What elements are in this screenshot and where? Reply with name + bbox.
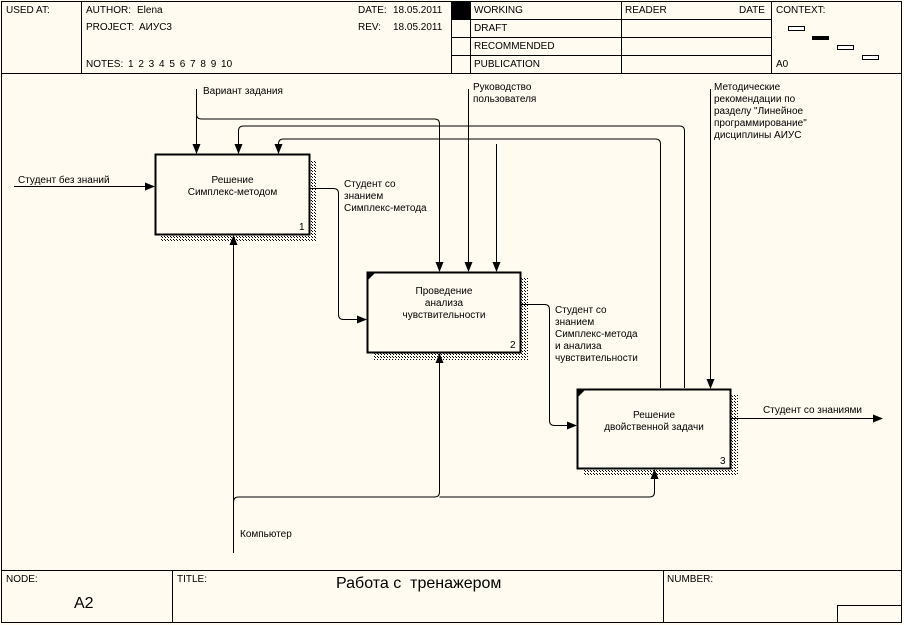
out3-label: Студент со знаниями <box>763 405 862 416</box>
arrow-out1 <box>310 188 367 324</box>
author-value: Elena <box>137 5 163 16</box>
number-label: NUMBER: <box>667 574 714 585</box>
status-working: WORKING <box>474 5 523 16</box>
context-label: CONTEXT: <box>776 5 826 16</box>
rev-value: 18.05.2011 <box>393 22 443 33</box>
status-working-indicator <box>452 2 470 19</box>
box-1 <box>154 153 311 236</box>
title-label: TITLE: <box>177 574 208 585</box>
box-1-number: 1 <box>299 222 305 233</box>
project-label: PROJECT: <box>86 22 135 33</box>
rev-label: REV: <box>358 22 381 33</box>
reader-label: READER <box>625 5 667 16</box>
node-label: NODE: <box>6 574 38 585</box>
control-variant-label: Вариант задания <box>203 86 283 97</box>
box-2 <box>366 271 522 354</box>
box-2-label: Проведение анализа чувствительности <box>402 286 486 321</box>
out2-label: Студент со знанием Симплекс-метода и ана… <box>555 305 638 364</box>
input-student-label: Студент без знаний <box>18 175 110 186</box>
date-label: DATE: <box>358 5 387 16</box>
box-3-label: Решение двойственной задачи <box>604 410 704 433</box>
box-3 <box>576 388 732 470</box>
mechanism-label: Компьютер <box>240 529 292 540</box>
diagram-title: Работа с тренажером <box>336 575 502 592</box>
box-2-number: 2 <box>510 340 516 351</box>
context-node: A0 <box>776 59 789 70</box>
box-3-number: 3 <box>720 456 726 467</box>
control-method-label: Методические рекомендации по разделу "Ли… <box>714 82 807 141</box>
arrow-out2 <box>521 304 577 430</box>
control-guide-label: Руководство пользователя <box>473 82 537 105</box>
notes-value: 1 2 3 4 5 6 7 8 9 10 <box>128 59 233 70</box>
author-label: AUTHOR: <box>86 5 131 16</box>
out1-label: Студент со знанием Симплекс-метода <box>344 179 427 214</box>
project-value: АИУС3 <box>139 22 172 33</box>
node-value: A2 <box>74 595 94 612</box>
status-draft: DRAFT <box>474 23 508 34</box>
reader-date-label: DATE <box>739 5 765 16</box>
notes-label: NOTES: <box>86 59 124 70</box>
date-value: 18.05.2011 <box>393 5 443 16</box>
used-at-label: USED AT: <box>6 5 50 16</box>
box-1-label: Решение Симплекс-методом <box>187 175 278 198</box>
status-publication: PUBLICATION <box>474 59 540 70</box>
status-recommended: RECOMMENDED <box>474 41 555 52</box>
